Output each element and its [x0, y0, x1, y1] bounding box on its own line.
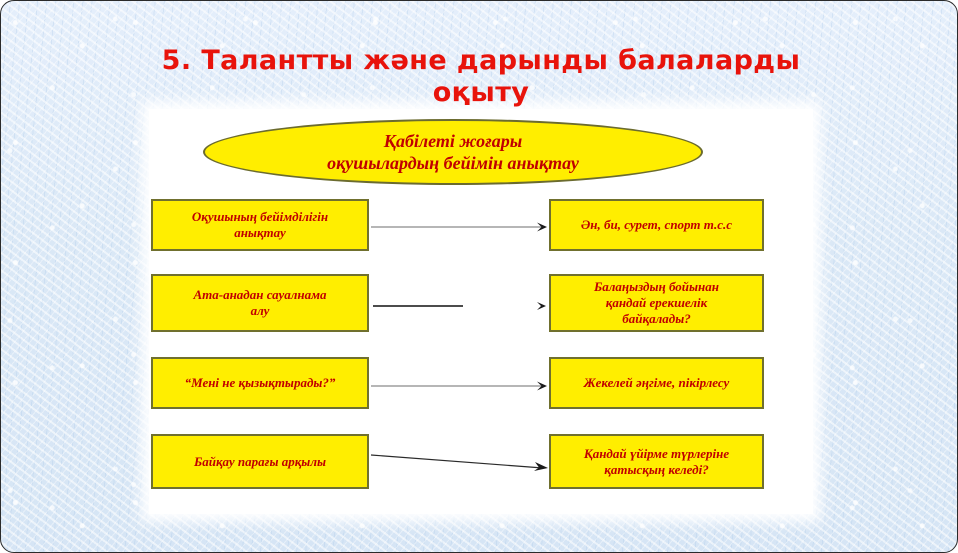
diagram-box-right-3-text: Жекелей әңгіме, пікірлесу	[577, 375, 737, 391]
diagram-box-right-2-line-1: Балаңыздың бойынан	[593, 279, 719, 294]
diagram-box-left-2-text: Ата-анадан сауалнама алу	[186, 287, 333, 319]
diagram-box-left-1-line-1: Оқушының бейімділігін	[191, 209, 329, 224]
page-title-line-2: оқыту	[432, 77, 530, 108]
diagram-box-right-2-line-3: байқалады?	[622, 311, 691, 326]
diagram-row-4: Байқау парағы арқылы Қандай үйірме түрле…	[149, 434, 813, 489]
diagram-box-right-1-line-1: Ән, би, сурет, спорт т.с.с	[580, 217, 733, 232]
diagram-row-3: “Мені не қызықтырады?” Жекелей әңгіме, п…	[149, 357, 813, 409]
diagram-box-right-3[interactable]: Жекелей әңгіме, пікірлесу	[549, 357, 764, 409]
diagram-box-right-4[interactable]: Қандай үйірме түрлеріне қатысқың келеді?	[549, 434, 764, 489]
diagram-box-right-4-line-1: Қандай үйірме түрлеріне	[583, 445, 730, 461]
connector-arrow-4	[370, 450, 553, 478]
diagram-box-left-1-text: Оқушының бейімділігін анықтау	[185, 209, 335, 241]
page-title: 5. Талантты және дарынды балаларды оқыту	[121, 45, 841, 109]
connector-arrow-3	[371, 379, 551, 391]
diagram-box-left-4-text: Байқау парағы арқылы	[187, 454, 333, 470]
diagram-header-line-2: оқушылардың бейімін анықтау	[327, 153, 579, 173]
diagram-box-left-4[interactable]: Байқау парағы арқылы	[151, 434, 369, 489]
diagram-box-right-2[interactable]: Балаңыздың бойынан қандай ерекшелік байқ…	[549, 274, 764, 332]
diagram-panel: Қабілеті жоғары оқушылардың бейімін анық…	[149, 109, 813, 514]
diagram-box-right-4-text: Қандай үйірме түрлеріне қатысқың келеді?	[577, 446, 736, 478]
diagram-box-right-1[interactable]: Ән, би, сурет, спорт т.с.с	[549, 199, 764, 251]
diagram-box-left-4-line-1: Байқау парағы арқылы	[193, 453, 327, 469]
diagram-header-oval: Қабілеті жоғары оқушылардың бейімін анық…	[203, 119, 703, 185]
diagram-box-left-3[interactable]: “Мені не қызықтырады?”	[151, 357, 369, 409]
diagram-box-left-3-text: “Мені не қызықтырады?”	[178, 375, 343, 391]
page-title-line-1: 5. Талантты және дарынды балаларды	[161, 45, 801, 76]
connector-arrow-2	[371, 300, 551, 312]
connector-arrow-1	[371, 221, 551, 233]
diagram-box-left-1-line-2: анықтау	[234, 225, 286, 240]
diagram-box-right-2-text: Балаңыздың бойынан қандай ерекшелік байқ…	[587, 279, 726, 327]
diagram-row-1: Оқушының бейімділігін анықтау Ән, би, су…	[149, 199, 813, 251]
diagram-box-right-4-line-2: қатысқың келеді?	[604, 461, 709, 477]
diagram-box-left-1[interactable]: Оқушының бейімділігін анықтау	[151, 199, 369, 251]
diagram-header-text: Қабілеті жоғары оқушылардың бейімін анық…	[303, 130, 603, 174]
diagram-box-left-3-line-1: “Мені не қызықтырады?”	[184, 375, 336, 390]
diagram-box-left-2-line-2: алу	[250, 303, 270, 318]
diagram-box-right-1-text: Ән, би, сурет, спорт т.с.с	[574, 217, 739, 233]
diagram-row-2: Ата-анадан сауалнама алу Балаңыздың бойы…	[149, 274, 813, 332]
diagram-box-left-2[interactable]: Ата-анадан сауалнама алу	[151, 274, 369, 332]
diagram-header-line-1: Қабілеті жоғары	[383, 131, 523, 151]
diagram-box-right-2-line-2: қандай ерекшелік	[605, 295, 708, 310]
diagram-box-left-2-line-1: Ата-анадан сауалнама	[193, 287, 327, 302]
diagram-box-right-3-line-1: Жекелей әңгіме, пікірлесу	[583, 375, 730, 390]
